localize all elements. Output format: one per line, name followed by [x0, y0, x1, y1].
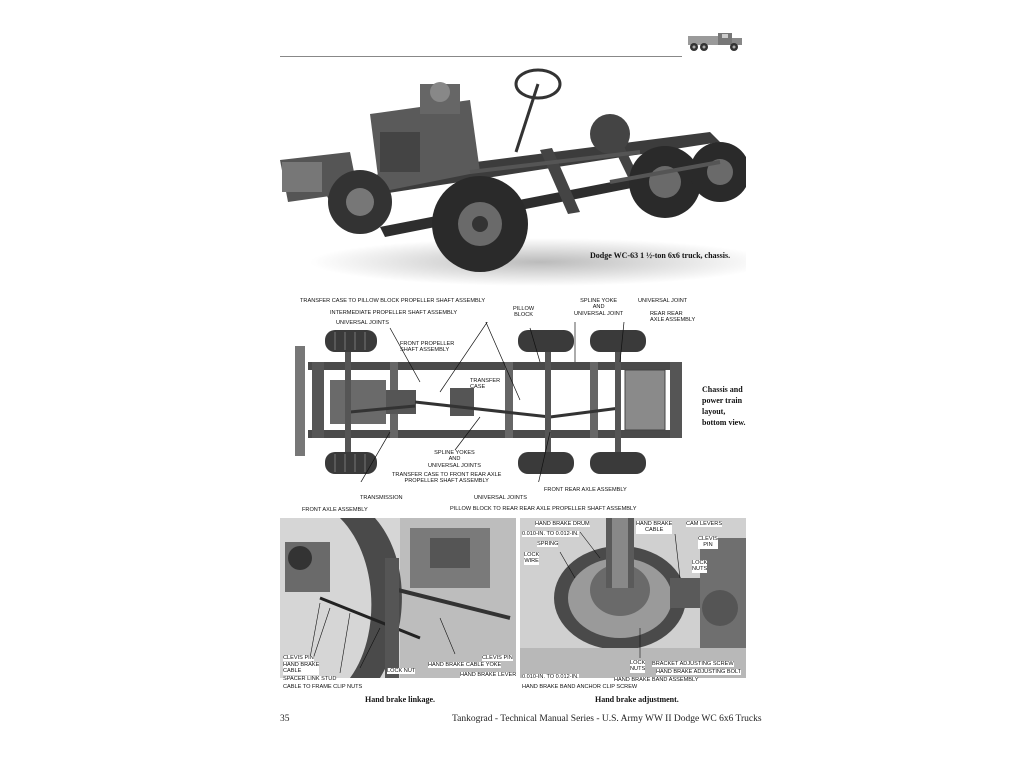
adjust-label-spring: SPRING	[537, 541, 559, 548]
label-universal-joints-bottom: UNIVERSAL JOINTS	[474, 495, 527, 501]
header-rule	[280, 56, 682, 57]
adjustment-caption: Hand brake adjustment.	[595, 695, 679, 704]
linkage-caption: Hand brake linkage.	[365, 695, 436, 704]
label-front-rear-axle: FRONT REAR AXLE ASSEMBLY	[544, 487, 627, 493]
linkage-label-lock-nut: LOCK NUT	[387, 668, 416, 675]
label-universal-joints-top: UNIVERSAL JOINTS	[336, 320, 389, 326]
adjust-label-anchor-clip-screw: HAND BRAKE BAND ANCHOR CLIP SCREW	[522, 684, 638, 691]
adjust-label-adjusting-bolt: HAND BRAKE ADJUSTING BOLT	[656, 669, 742, 676]
adjust-label-cam-levers: CAM LEVERS	[686, 521, 723, 528]
chassis-photo-caption: Dodge WC-63 1 ½-ton 6x6 truck, chassis.	[590, 251, 731, 260]
adjust-label-hand-brake-drum: HAND BRAKE DRUM	[535, 521, 590, 528]
footer-title: Tankograd - Technical Manual Series - U.…	[452, 714, 762, 724]
linkage-label-hand-brake-lever: HAND BRAKE LEVER	[460, 672, 517, 679]
adjust-label-bracket-screw: BRACKET ADJUSTING SCREW	[652, 661, 734, 668]
label-pillow-block-rear-rear: PILLOW BLOCK TO REAR REAR AXLE PROPELLER…	[450, 506, 637, 512]
hand-brake-linkage-photo	[280, 518, 516, 678]
linkage-label-clevis-pin: CLEVIS PIN	[283, 655, 314, 662]
layout-caption: Chassis and power train layout, bottom v…	[702, 385, 746, 427]
truck-thumbnail-logo	[684, 28, 746, 54]
power-train-layout-diagram	[290, 322, 700, 482]
linkage-label-clevis-pin-right: CLEVIS PIN	[482, 655, 513, 662]
linkage-label-cable-clip-nuts: CABLE TO FRAME CLIP NUTS	[283, 684, 363, 691]
label-intermediate-shaft: INTERMEDIATE PROPELLER SHAFT ASSEMBLY	[330, 310, 458, 316]
adjust-label-clearance-bottom: 0.010-IN. TO 0.012-IN.	[522, 674, 579, 681]
label-universal-joint: UNIVERSAL JOINT	[638, 298, 688, 304]
adjust-label-clearance-top: 0.010-IN. TO 0.012-IN.	[522, 531, 579, 538]
adjust-label-band-assembly: HAND BRAKE BAND ASSEMBLY	[614, 677, 699, 684]
label-transfer-case-pillow-block: TRANSFER CASE TO PILLOW BLOCK PROPELLER …	[300, 298, 486, 304]
linkage-label-spacer-link-stud: SPACER LINK STUD	[283, 676, 337, 683]
linkage-label-cable-yoke: HAND BRAKE CABLE YOKE	[428, 662, 502, 669]
label-transmission: TRANSMISSION	[360, 495, 403, 501]
page-number: 35	[280, 714, 290, 724]
label-front-axle-assembly: FRONT AXLE ASSEMBLY	[302, 507, 368, 513]
chassis-photo	[280, 62, 746, 290]
